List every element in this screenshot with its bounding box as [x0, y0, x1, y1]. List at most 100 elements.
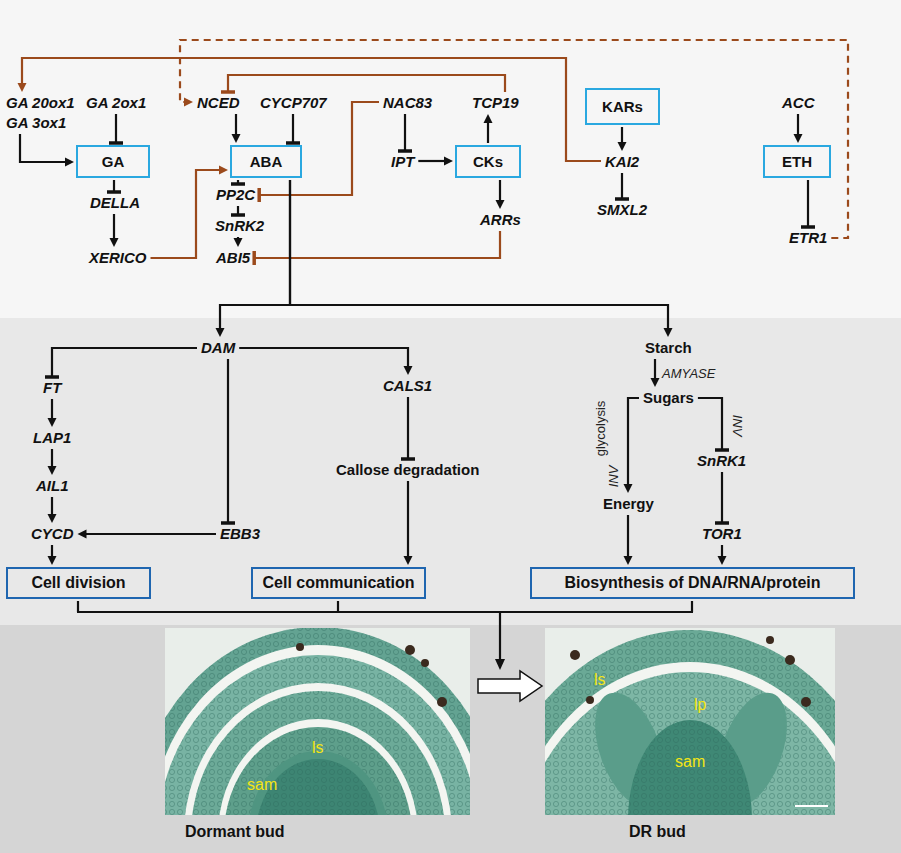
gene-label: GA 20ox1	[4, 94, 77, 112]
transition-arrow	[478, 671, 542, 701]
gene-label: FT	[41, 379, 63, 397]
node-text: NCED	[197, 95, 240, 111]
connector-line	[235, 114, 237, 135]
merge-arrowhead	[495, 659, 505, 670]
cell-texture	[165, 628, 470, 815]
arrowhead	[48, 418, 57, 427]
tannin-cell	[405, 645, 415, 655]
node-text: Cell division	[31, 574, 125, 592]
hormone-box: KARs	[585, 88, 660, 125]
gene-label: SMXL2	[595, 201, 649, 219]
dr-bud-micrograph	[545, 628, 835, 815]
connector-line	[621, 127, 623, 143]
node-text: CYCD	[31, 526, 74, 542]
connector-line	[86, 533, 217, 535]
inhibition-connector	[401, 397, 415, 459]
node-text: CYCP707	[260, 95, 327, 111]
node-text: ETR1	[789, 230, 827, 246]
gene-label: EBB3	[218, 525, 262, 543]
inner-tissue	[248, 751, 388, 815]
node-text: GA 20ox1	[6, 95, 75, 111]
activation-arrow	[232, 114, 241, 143]
hormone-box: ETH	[763, 145, 831, 178]
cell-texture	[165, 655, 470, 815]
inhibition-connector	[398, 114, 412, 151]
arrowhead	[219, 166, 228, 175]
node-text: CKs	[473, 154, 503, 170]
tissue-label: sam	[675, 753, 705, 771]
activation-arrow	[151, 166, 229, 259]
dormant-bud-micrograph	[165, 628, 470, 815]
merge-line	[77, 611, 693, 613]
connector-line	[407, 481, 409, 557]
arrowhead	[484, 114, 493, 123]
node-text: GA 2ox1	[86, 95, 146, 111]
gene-label: CALS1	[381, 377, 434, 395]
node-text: Biosynthesis of DNA/RNA/protein	[564, 574, 820, 592]
arrowhead	[216, 328, 225, 337]
gene-label: SnRK1	[695, 452, 748, 470]
connector-line	[52, 348, 197, 377]
gene-label: LAP1	[31, 429, 73, 447]
cell-texture	[628, 720, 752, 815]
image-caption: DR bud	[629, 823, 686, 841]
node-text: DELLA	[90, 195, 140, 211]
tannin-cell	[437, 697, 447, 707]
scale-gap	[545, 662, 835, 815]
cell-texture	[545, 672, 835, 815]
node-text: Energy	[603, 496, 654, 512]
inhibition-bar	[252, 251, 256, 265]
node-text: SnRK2	[215, 218, 264, 234]
node-text: SMXL2	[597, 202, 647, 218]
activation-arrow	[651, 359, 660, 387]
inhibition-connector	[107, 180, 121, 192]
tannin-cell	[570, 650, 580, 660]
metabolite-label: Callose degradation	[334, 461, 481, 479]
arrowhead	[110, 238, 119, 247]
process-box: Biosynthesis of DNA/RNA/protein	[530, 567, 855, 599]
bud-scale	[191, 691, 445, 815]
connector-line	[113, 214, 115, 239]
activation-arrow	[110, 214, 119, 247]
process-box: Cell communication	[251, 567, 426, 599]
gene-label: CYCD	[29, 525, 76, 543]
arrowhead	[48, 466, 57, 475]
scale-bar	[795, 805, 828, 807]
inhibition-connector	[801, 180, 815, 227]
node-text: GA	[102, 154, 125, 170]
arrowhead	[794, 134, 803, 143]
arrowhead	[404, 556, 413, 565]
tannin-cell	[421, 659, 429, 667]
node-text: LAP1	[33, 430, 71, 446]
connector-line	[228, 75, 505, 92]
node-text: AIL1	[36, 478, 69, 494]
gene-label: KAI2	[603, 153, 641, 171]
connector-line	[407, 397, 409, 459]
arrowhead	[232, 134, 241, 143]
node-text: GA 3ox1	[6, 115, 66, 131]
connector-line	[487, 122, 489, 143]
activation-arrow	[404, 481, 413, 565]
arrowhead	[404, 366, 413, 375]
node-text: ACC	[782, 95, 815, 111]
bud-scale	[165, 655, 470, 815]
gene-label: ACC	[780, 94, 817, 112]
node-text: PP2C	[216, 187, 255, 203]
activation-arrow	[496, 180, 505, 209]
activation-arrow	[48, 449, 57, 475]
activation-arrow	[484, 114, 493, 143]
arrowhead	[624, 484, 633, 493]
connector-line	[721, 472, 723, 523]
activation-arrow	[239, 348, 412, 375]
connector-line	[621, 173, 623, 199]
merge-line	[77, 601, 79, 612]
tissue-label: ls	[594, 671, 606, 689]
gene-label: ARRs	[478, 211, 523, 229]
gene-label: XERICO	[87, 249, 149, 267]
connector-line	[418, 160, 445, 162]
hormone-box: CKs	[455, 145, 521, 178]
gene-label: NAC83	[381, 94, 434, 112]
arrowhead	[624, 556, 633, 565]
hormone-box: ABA	[230, 145, 302, 178]
